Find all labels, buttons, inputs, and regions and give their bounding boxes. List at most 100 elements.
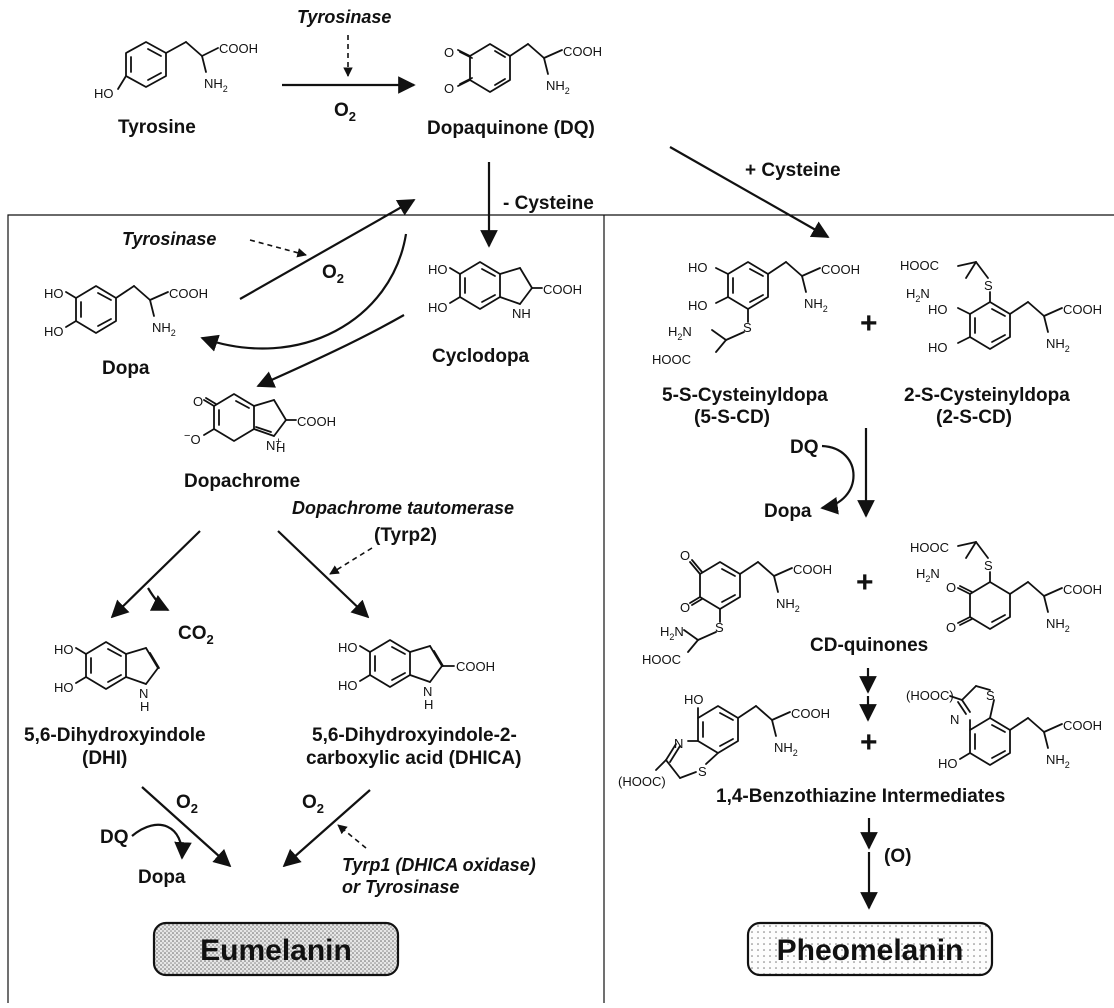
cd5-label-line2: (5-S-CD) [694,407,770,428]
cdq2-o-label-1: O [946,580,956,595]
dq-nh2-label: NH2 [546,78,570,96]
dopachrome-nh-plus-label: N+ [266,436,282,453]
cd2-ho-label-2: HO [928,340,948,355]
dhi-ho-label-2: HO [54,680,74,695]
tyrosine-nh2-label: NH2 [204,76,228,94]
dopachrome-cooh-label: COOH [297,414,336,429]
cdq5-cooh-label: COOH [793,562,832,577]
o2-label-dhica: O2 [302,792,324,816]
cd2-cooh-label: COOH [1063,302,1102,317]
dhica-label-line2: carboxylic acid (DHICA) [306,748,521,769]
eumelanin-box: Eumelanin [152,921,400,977]
cd2-structure: HOOC H2N S HO HO COOH NH2 [900,258,1102,355]
dopa-nh2-label: NH2 [152,320,176,338]
pheomelanin-label: Pheomelanin [777,934,964,967]
dashed-arrow-tyrp1 [337,824,367,849]
dhica-cooh-label: COOH [456,659,495,674]
cyclodopa-cooh-label: COOH [543,282,582,297]
bt1-s-label: S [698,764,707,779]
dhica-h-label: H [424,697,433,712]
cdq2-hooc-label: HOOC [910,540,949,555]
cd5-label-line1: 5-S-Cysteinyldopa [662,385,828,406]
bt2-ho-label: HO [938,756,958,771]
dashed-arrow-tyrosinase-2 [249,239,307,258]
bt1-ho-label: HO [684,692,704,707]
cdq2-s-label: S [984,558,993,573]
arrow-dq-to-cysteinyldopa [669,146,830,238]
dhi-label-line2: (DHI) [82,748,127,769]
dopachrome-o-label-1: O [193,394,203,409]
cdq5-h2n-label: H2N [660,624,684,642]
plus-sign-3: + [860,726,878,759]
pheomelanin-box: Pheomelanin [746,921,994,977]
cyclodopa-ho-label-2: HO [428,300,448,315]
panel-borders [7,214,1114,1003]
co2-label: CO2 [178,623,214,647]
bt1-n-label: N [674,736,683,751]
oxidation-label: (O) [884,846,911,867]
bt2-nh2-label: NH2 [1046,752,1070,770]
arrow-cyclodopa-to-dopachrome [256,314,405,388]
cdq2-o-label-2: O [946,620,956,635]
enzyme-tyrp1-line2: or Tyrosinase [342,877,459,897]
cd2-ho-label-1: HO [928,302,948,317]
cdq5-nh2-label: NH2 [776,596,800,614]
cdq5-o-label-1: O [680,548,690,563]
cd2-h2n-label: H2N [906,286,930,304]
dhica-ho-label-2: HO [338,678,358,693]
cd5-cooh-label: COOH [821,262,860,277]
cd2-label-line2: (2-S-CD) [936,407,1012,428]
cdquinone2-structure: HOOC H2N S O O COOH NH2 [910,540,1102,635]
dopaquinone-label: Dopaquinone (DQ) [427,118,595,139]
arrow-dhica-to-eumelanin [282,789,371,868]
cdquinone5-structure: O O COOH NH2 S H2N HOOC [642,548,832,667]
enzyme-tyrp1-line1: Tyrp1 (DHICA oxidase) [342,855,536,875]
arrow-dopachrome-to-dhi [110,530,201,619]
benzothiazine-label: 1,4-Benzothiazine Intermediates [716,786,1005,807]
bt2-n-label: N [950,712,959,727]
dhica-ho-label-1: HO [338,640,358,655]
dopachrome-o-minus-label: −O [184,430,201,447]
cdq2-h2n-label: H2N [916,566,940,584]
tyrosine-label: Tyrosine [118,117,196,138]
cdq2-cooh-label: COOH [1063,582,1102,597]
dopa-label-left: Dopa [138,867,186,888]
cyclodopa-label: Cyclodopa [432,346,530,367]
arrow-co2-release [147,587,170,611]
tyrosine-ho-label: HO [94,86,114,101]
cd5-h2n-label: H2N [668,324,692,342]
dopachrome-h-label: H [276,440,285,455]
cd2-label-line1: 2-S-Cysteinyldopa [904,385,1070,406]
bt2-s-label: S [986,688,995,703]
dopa-structure: HO HO COOH NH2 [44,285,208,339]
tyrosine-structure: HO COOH NH2 [94,41,258,101]
minus-cysteine-label: - Cysteine [503,193,594,214]
bt1-nh2-label: NH2 [774,740,798,758]
dopachrome-label: Dopachrome [184,471,300,492]
plus-sign-1: + [860,307,878,340]
bt1-hooc-label: (HOOC) [618,774,666,789]
dhi-h-label: H [140,699,149,714]
curved-arrow-dq-to-dopa-right [820,444,855,515]
bt2-hooc-label: (HOOC) [906,688,954,703]
cd2-s-label: S [984,278,993,293]
o2-label-dopa: O2 [322,262,344,286]
cdq2-nh2-label: NH2 [1046,616,1070,634]
cdq5-s-label: S [715,620,724,635]
cd-quinones-label: CD-quinones [810,635,928,656]
bt1-cooh-label: COOH [791,706,830,721]
dopaquinone-structure: O O COOH NH2 [444,43,602,96]
dhica-n-label: N [423,684,432,699]
curved-arrow-to-dopa [200,233,408,352]
dopa-label-right: Dopa [764,501,812,522]
cyclodopa-structure: HO HO COOH NH [428,261,582,321]
dhi-n-label: N [139,686,148,701]
arrow-dopachrome-to-dhica [277,530,370,619]
o2-label-dhi: O2 [176,792,198,816]
cyclodopa-nh-label: NH [512,306,531,321]
dq-label-left: DQ [100,827,129,848]
benzothiazine1-structure: HO N S (HOOC) COOH NH2 [618,692,830,789]
dhica-label-line1: 5,6-Dihydroxyindole-2- [312,725,517,746]
